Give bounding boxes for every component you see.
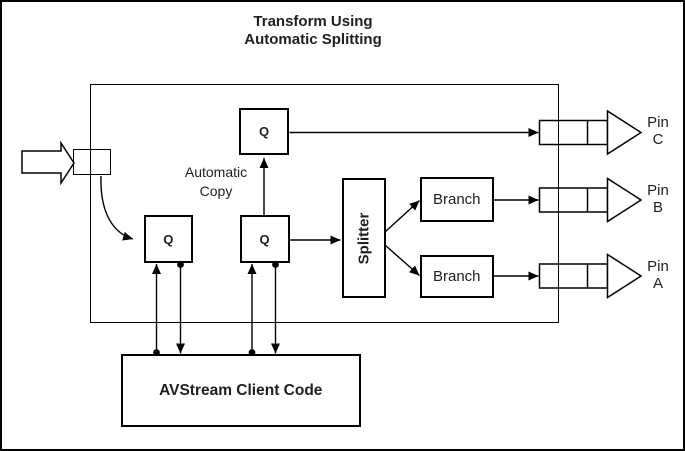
branch-top-label: Branch — [432, 191, 481, 208]
title-line-2: Automatic Splitting — [244, 31, 382, 48]
pin-a-label: Pin A — [640, 258, 676, 292]
transform-queue-box: Q — [239, 215, 290, 263]
diagram-title: Transform Using Automatic Splitting — [160, 13, 466, 49]
pin-b-letter: B — [652, 199, 663, 216]
branch-top-box: Branch — [420, 177, 494, 222]
pin-b-connector — [538, 177, 643, 223]
client-code-label: AVStream Client Code — [159, 381, 323, 399]
pin-a-letter: A — [652, 275, 663, 292]
branch-bottom-box: Branch — [420, 255, 494, 298]
pin-b-word: Pin — [647, 182, 669, 199]
pin-c-connector — [538, 109, 643, 156]
input-curve-arrow — [100, 175, 134, 241]
input-connection-rect — [73, 149, 111, 175]
pin-c-word: Pin — [647, 114, 669, 131]
input-stream-block-arrow — [21, 140, 75, 186]
splitter-to-branch-bottom-line — [384, 244, 420, 277]
branch-bottom-label: Branch — [432, 268, 481, 285]
splitter-to-branch-top-line — [384, 199, 420, 233]
pin-b-block-arrow — [606, 177, 643, 223]
splitter-box: Splitter — [341, 178, 386, 298]
copy-queue-label: Q — [258, 124, 270, 139]
automatic-copy-line-1: Automatic — [184, 164, 248, 180]
input-queue-label: Q — [163, 231, 174, 247]
input-queue-box: Q — [143, 215, 193, 263]
pin-a-block-arrow — [606, 253, 643, 299]
automatic-copy-label: Automatic Copy — [160, 163, 272, 201]
pin-c-label: Pin C — [640, 114, 676, 148]
client-code-box: AVStream Client Code — [120, 354, 361, 427]
copy-queue-box: Q — [239, 108, 289, 155]
automatic-copy-line-2: Copy — [199, 183, 233, 199]
pin-c-block-arrow — [606, 109, 643, 156]
filter-boundary-box — [90, 84, 559, 323]
splitter-label: Splitter — [355, 212, 372, 264]
pin-c-letter: C — [652, 131, 664, 148]
title-line-1: Transform Using — [253, 13, 373, 30]
pin-a-connector — [538, 253, 643, 299]
transform-queue-label: Q — [259, 231, 270, 247]
pin-a-word: Pin — [647, 258, 669, 275]
pin-b-label: Pin B — [640, 182, 676, 216]
